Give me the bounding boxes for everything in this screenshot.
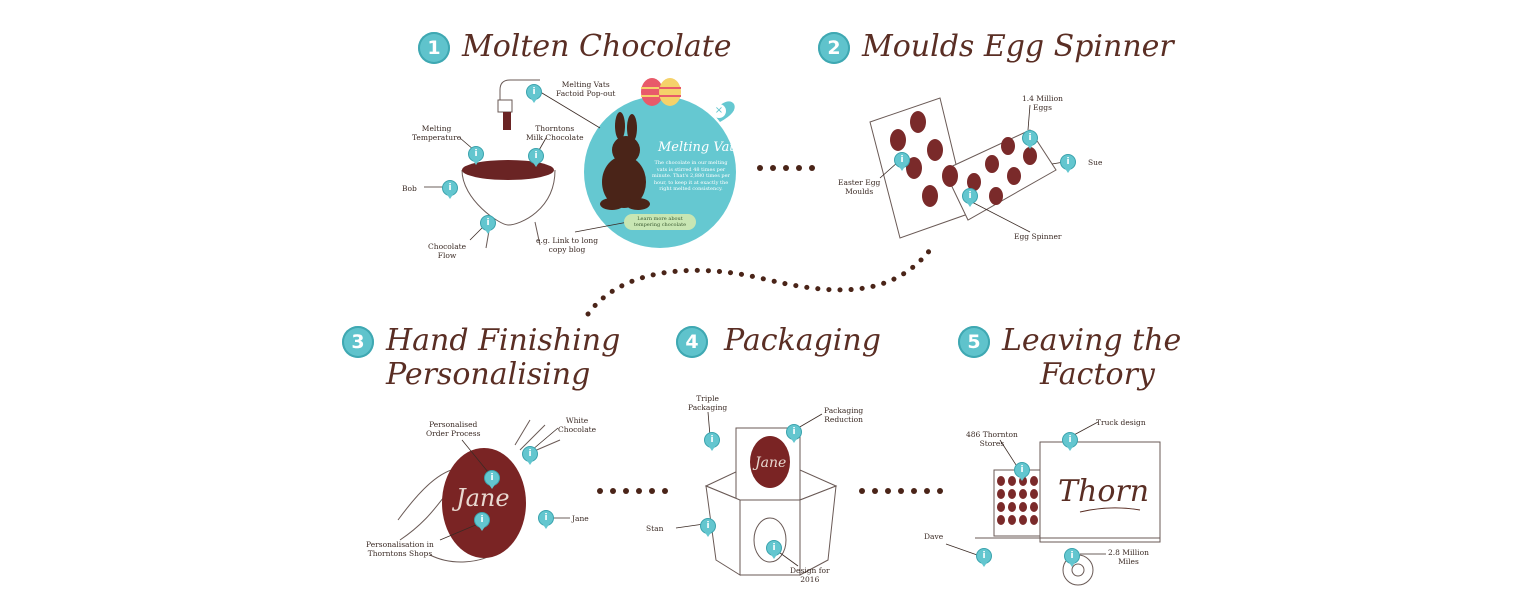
label-link-to-blog: e.g. Link to long copy blog: [536, 236, 598, 254]
label-personalisation-shops: Personalisation in Thorntons Shops: [366, 540, 434, 558]
info-pin-icon[interactable]: i: [1062, 432, 1078, 451]
info-pin-icon[interactable]: i: [522, 446, 538, 465]
chocolate-bunny: [600, 112, 650, 210]
info-pin-icon[interactable]: i: [962, 188, 978, 207]
step-3-number: 3: [342, 326, 374, 358]
step-3-title-line2: Personalising: [386, 357, 591, 392]
info-pin-icon[interactable]: i: [700, 518, 716, 537]
truck-illustration: [975, 441, 1161, 586]
label-egg-spinner: Egg Spinner: [1014, 232, 1062, 241]
info-pin-icon[interactable]: i: [1014, 462, 1030, 481]
chocolate-pool: [462, 160, 554, 180]
step-5-title-line2: Factory: [1040, 357, 1155, 392]
label-jane: Jane: [572, 514, 589, 523]
step-2-title: Moulds Egg Spinner: [862, 29, 1174, 64]
step-3-title-line1: Hand Finishing: [386, 323, 621, 358]
learn-more-button[interactable]: Learn more about tempering chocolate: [624, 214, 696, 230]
popup-close-icon[interactable]: ×: [712, 104, 726, 118]
step-5-number: 5: [958, 326, 990, 358]
info-pin-icon[interactable]: i: [538, 510, 554, 529]
step-2-number: 2: [818, 32, 850, 64]
label-white-chocolate: White Chocolate: [558, 416, 597, 434]
label-dave: Dave: [924, 532, 944, 541]
wavy-connector: [585, 247, 933, 317]
step-4-number: 4: [676, 326, 708, 358]
info-pin-icon[interactable]: i: [526, 84, 542, 103]
box-handwriting: Jane: [755, 455, 787, 471]
egg-handwriting: Jane: [456, 484, 510, 512]
label-thornton-stores: 486 Thornton Stores: [966, 430, 1018, 448]
label-design-2016: Design for 2016: [790, 566, 830, 584]
label-bob: Bob: [402, 184, 417, 193]
label-personalised-order: Personalised Order Process: [426, 420, 481, 438]
label-melting-vats-popout: Melting Vats Factoid Pop-out: [556, 80, 616, 98]
info-pin-icon[interactable]: i: [1064, 548, 1080, 567]
label-sue: Sue: [1088, 158, 1103, 167]
step-5-title-line1: Leaving the: [1002, 323, 1182, 358]
info-pin-icon[interactable]: i: [484, 470, 500, 489]
info-pin-icon[interactable]: i: [766, 540, 782, 559]
label-million-eggs: 1.4 Million Eggs: [1022, 94, 1063, 112]
info-pin-icon[interactable]: i: [976, 548, 992, 567]
label-stan: Stan: [646, 524, 664, 533]
bowl-illustration: [461, 79, 556, 249]
popup-title: Melting Vats: [658, 140, 742, 155]
info-pin-icon[interactable]: i: [894, 152, 910, 171]
label-chocolate-flow: Chocolate Flow: [428, 242, 467, 260]
info-pin-icon[interactable]: i: [442, 180, 458, 199]
label-easter-egg-moulds: Easter Egg Moulds: [838, 178, 881, 196]
label-triple-packaging: Triple Packaging: [688, 394, 728, 412]
info-pin-icon[interactable]: i: [468, 146, 484, 165]
label-melting-temperature: Melting Temperature: [412, 124, 462, 142]
truck-handwriting: Thorn: [1058, 474, 1150, 509]
easter-egg-yellow: [659, 78, 681, 106]
label-million-miles: 2.8 Million Miles: [1108, 548, 1149, 566]
popup-body: The chocolate in our melting vats is sti…: [652, 160, 730, 192]
step-1-number: 1: [418, 32, 450, 64]
step-1-title: Molten Chocolate: [462, 29, 732, 64]
info-pin-icon[interactable]: i: [474, 512, 490, 531]
info-pin-icon[interactable]: i: [1060, 154, 1076, 173]
info-pin-icon[interactable]: i: [786, 424, 802, 443]
label-truck-design: Truck design: [1096, 418, 1146, 427]
easter-egg-red: [641, 78, 663, 106]
egg-stripes-yellow: [659, 87, 681, 97]
label-thorntons-milk-chocolate: Thorntons Milk Chocolate: [526, 124, 584, 142]
info-pin-icon[interactable]: i: [480, 215, 496, 234]
connector-dots: [597, 165, 943, 494]
info-pin-icon[interactable]: i: [528, 148, 544, 167]
info-pin-icon[interactable]: i: [1022, 130, 1038, 149]
step-4-title: Packaging: [724, 323, 881, 358]
chocolate-stream: [503, 112, 511, 130]
info-pin-icon[interactable]: i: [704, 432, 720, 451]
label-packaging-reduction: Packaging Reduction: [824, 406, 864, 424]
